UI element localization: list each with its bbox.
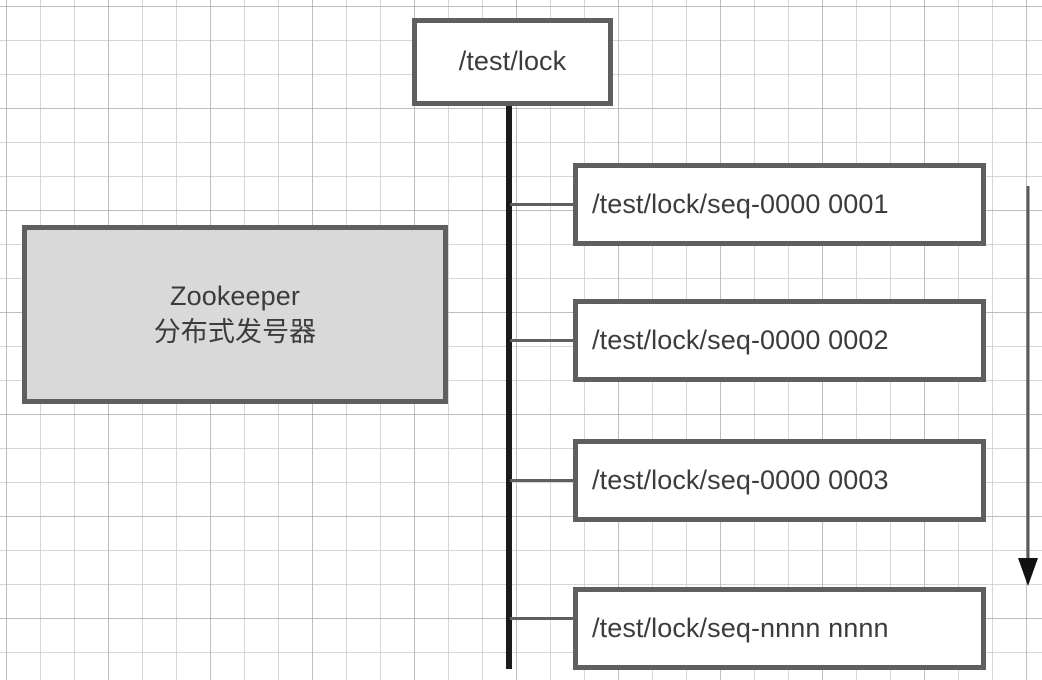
seq-node-2[interactable]: /test/lock/seq-0000 0002 (573, 299, 986, 382)
seq-node-4-label: /test/lock/seq-nnnn nnnn (592, 612, 889, 643)
seq-node-1[interactable]: /test/lock/seq-0000 0001 (573, 163, 986, 246)
seq-node-3-label: /test/lock/seq-0000 0003 (592, 464, 889, 495)
connector-line-1 (510, 203, 576, 206)
seq-node-1-label: /test/lock/seq-0000 0001 (592, 188, 889, 219)
downward-order-arrow-icon (1018, 186, 1038, 586)
connector-line-4 (510, 617, 576, 620)
zookeeper-box[interactable]: Zookeeper 分布式发号器 (22, 225, 448, 404)
zookeeper-label-line1: Zookeeper (170, 281, 300, 312)
seq-node-4[interactable]: /test/lock/seq-nnnn nnnn (573, 587, 986, 670)
seq-node-2-label: /test/lock/seq-0000 0002 (592, 324, 889, 355)
connector-line-3 (510, 479, 576, 482)
seq-node-3[interactable]: /test/lock/seq-0000 0003 (573, 439, 986, 522)
root-node-label: /test/lock (458, 46, 567, 77)
root-trunk-line (506, 104, 512, 669)
root-node-test-lock[interactable]: /test/lock (412, 18, 613, 106)
zookeeper-label-line2: 分布式发号器 (153, 316, 317, 347)
connector-line-2 (510, 339, 576, 342)
